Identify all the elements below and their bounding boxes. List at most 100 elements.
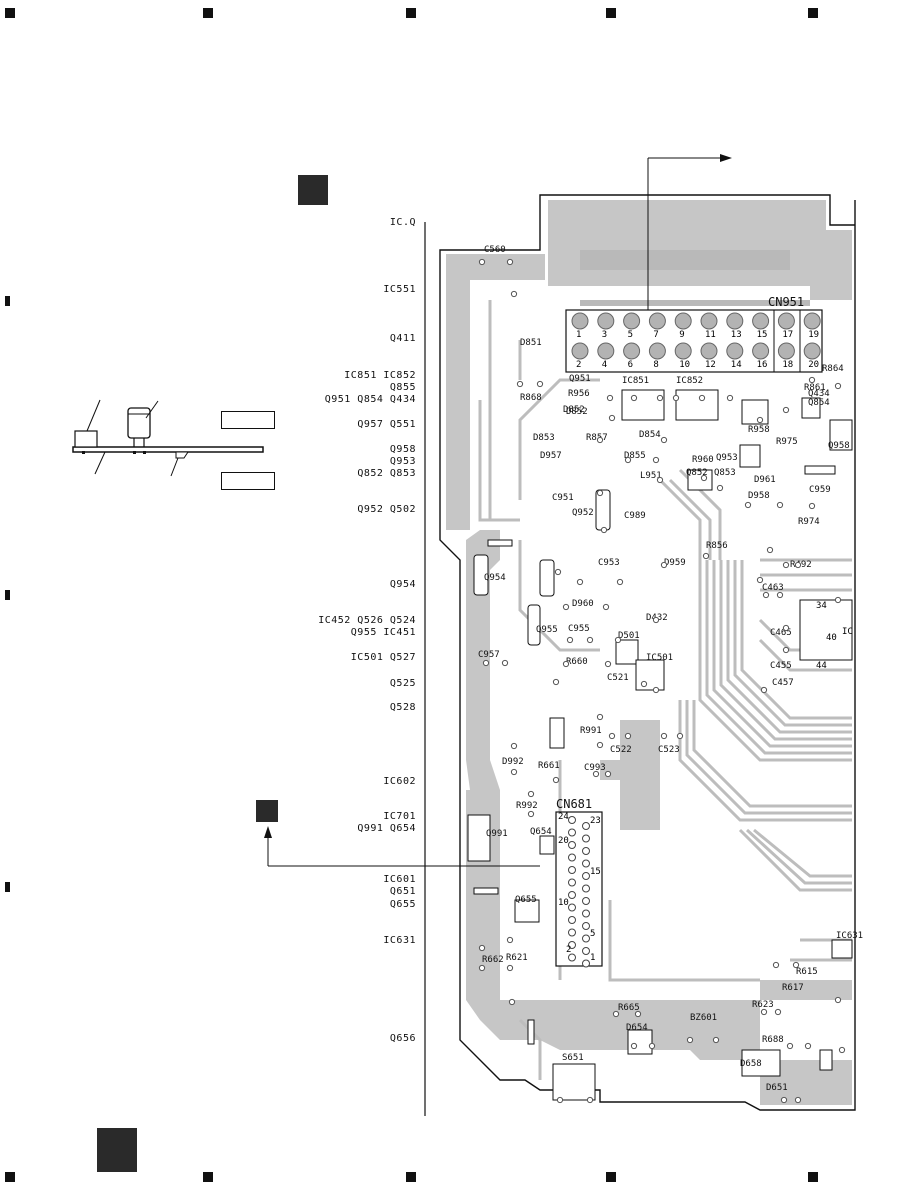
cn951-pin-number: 2 (576, 360, 581, 370)
cn951-pin-number: 17 (782, 330, 793, 340)
component-label: R861 (804, 383, 826, 393)
solder-pad (660, 561, 668, 569)
cn681-pin (568, 916, 576, 924)
registration-mark-top-4 (606, 8, 616, 18)
component-label: C463 (762, 583, 784, 593)
solder-pad (516, 380, 524, 388)
solder-pad (616, 578, 624, 586)
component-label: D992 (502, 757, 524, 767)
component-label: C455 (770, 661, 792, 671)
solder-pad (552, 678, 560, 686)
component-label: R617 (782, 983, 804, 993)
component-label: IC852 (676, 376, 703, 386)
cn951-pin-number: 16 (757, 360, 768, 370)
component-ref-label: IC602 (383, 776, 416, 787)
svg-text:40: 40 (826, 633, 837, 643)
cn681-pin (582, 859, 590, 868)
solder-pad (780, 1096, 788, 1104)
cn951-pin-top (803, 312, 821, 330)
solder-pad (774, 1008, 782, 1016)
cn951-pin-number: 9 (679, 330, 684, 340)
cn951-pin-bottom (803, 342, 821, 360)
solder-pad (772, 961, 780, 969)
cn681-pin-number: 2 (566, 945, 571, 955)
component-label: L951 (640, 471, 662, 481)
solder-pad (766, 546, 774, 554)
solder-pad (554, 568, 562, 576)
solder-pad (762, 591, 770, 599)
cn681-pin (568, 828, 576, 837)
solder-pad (630, 1042, 638, 1050)
component-ref-label: Q655 (389, 899, 416, 910)
solder-pad (576, 578, 584, 586)
component-ref-label: Q852 Q853 (357, 468, 416, 479)
component-ref-label: IC.Q (389, 217, 416, 228)
solder-pad (698, 394, 706, 402)
solder-pad (792, 961, 800, 969)
component-label: R621 (506, 953, 528, 963)
trace-bundle (478, 300, 852, 1080)
solder-pad (776, 501, 784, 509)
cn951-pin-number: 19 (808, 330, 819, 340)
cn951-pin-bottom (777, 342, 795, 360)
cn951-pin-bottom (700, 342, 718, 360)
solder-pad (596, 436, 604, 444)
solder-pad (648, 1042, 656, 1050)
cn951-pin-top (648, 312, 666, 330)
cn951-pin-number: 7 (653, 330, 658, 340)
solder-pad (527, 810, 535, 818)
registration-mark-bottom-5 (808, 1172, 818, 1182)
solder-pad (834, 382, 842, 390)
cn951-pin-number: 1 (576, 330, 581, 340)
component-ref-label: IC851 IC852 (344, 370, 416, 381)
solder-pad (782, 561, 790, 569)
solder-pad (508, 998, 516, 1006)
cn951-pin-number: 6 (628, 360, 633, 370)
qfp-ic: 34 40 44 IC (799, 599, 853, 671)
solder-pad (552, 776, 560, 784)
component-label: C523 (658, 745, 680, 755)
cn951-pin-top (700, 312, 718, 330)
solder-pad (556, 1096, 564, 1104)
cn681-pin (568, 853, 576, 862)
solder-pad (604, 660, 612, 668)
solder-pad (702, 552, 710, 560)
section-marker-mid (256, 800, 278, 822)
solder-pad (656, 394, 664, 402)
cn951-pin-bottom (648, 342, 666, 360)
cn951-pin-bottom (571, 342, 589, 360)
solder-pad (510, 290, 518, 298)
component-ref-label: IC551 (383, 284, 416, 295)
solder-pad (506, 936, 514, 944)
component-label: Q655 (515, 895, 537, 905)
solder-pad (700, 474, 708, 482)
cn951-pin-top (623, 312, 641, 330)
component-ref-label: Q411 (389, 333, 416, 344)
solder-pad (600, 526, 608, 534)
component-label: IC631 (836, 931, 863, 941)
component-label: D855 (624, 451, 646, 461)
component-label: C560 (484, 245, 506, 255)
solder-pad (614, 636, 622, 644)
component-label: Q952 (572, 508, 594, 518)
component-label: R661 (538, 761, 560, 771)
solder-pad (834, 996, 842, 1004)
cn951-pin-number: 20 (808, 360, 819, 370)
cn951-pin-number: 14 (731, 360, 742, 370)
cn951-pin-bottom (597, 342, 615, 360)
component-label: D854 (639, 430, 661, 440)
solder-pad (794, 1096, 802, 1104)
cn681-pin (582, 847, 590, 855)
component-label: C951 (552, 493, 574, 503)
solder-pad (716, 484, 724, 492)
registration-mark-bottom-4 (606, 1172, 616, 1182)
cn681-pin-number: 5 (590, 929, 595, 939)
solder-pad (612, 1010, 620, 1018)
registration-mark-top-3 (406, 8, 416, 18)
component-label: D959 (664, 558, 686, 568)
component-label: Q852 (686, 468, 708, 478)
solder-pad (606, 394, 614, 402)
component-label: Q654 (530, 827, 552, 837)
svg-text:44: 44 (816, 661, 827, 671)
